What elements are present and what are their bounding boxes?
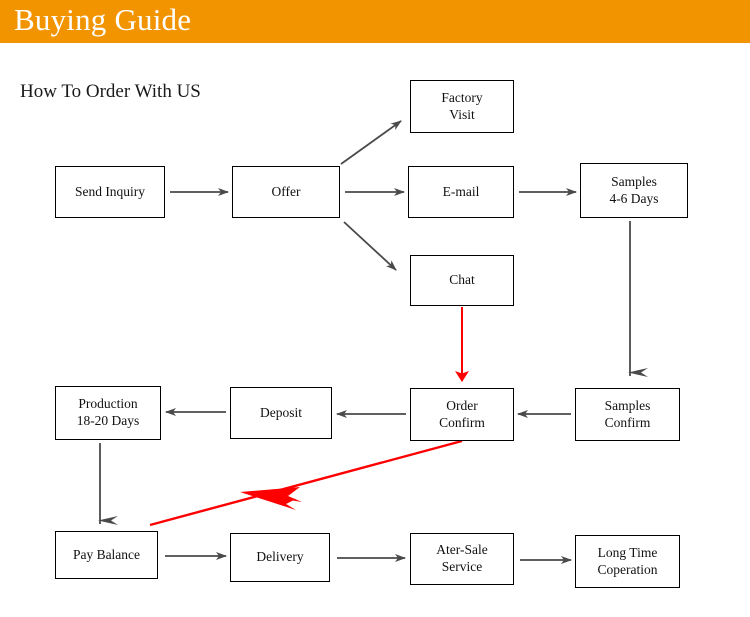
node-long-time-coperation[interactable]: Long Time Coperation: [575, 535, 680, 588]
node-label: Production: [78, 396, 138, 412]
arrow-offer-to-chat: [343, 221, 397, 271]
node-label: E-mail: [442, 183, 480, 199]
node-label: Factory: [441, 89, 483, 105]
arrow-order-confirm-to-pay-balance: [149, 439, 463, 527]
node-production[interactable]: Production 18-20 Days: [55, 386, 161, 440]
node-label: Ater-Sale: [436, 542, 488, 558]
node-label: Deposit: [260, 404, 302, 420]
node-label-second: 18-20 Days: [76, 413, 140, 428]
page-header-bar: [0, 0, 750, 43]
node-label-second: Confirm: [439, 414, 485, 430]
node-label-second: Coperation: [597, 561, 658, 577]
node-label-second: Confirm: [604, 414, 651, 430]
node-label: Samples: [604, 397, 651, 413]
node-after-sale-service[interactable]: Ater-Sale Service: [410, 533, 514, 585]
page-title: Buying Guide: [14, 2, 192, 37]
node-label: Chat: [449, 272, 475, 288]
node-samples-days[interactable]: Samples 4-6 Days: [580, 163, 688, 218]
node-label: Samples: [611, 173, 657, 189]
node-pay-balance[interactable]: Pay Balance: [55, 531, 158, 579]
node-label: Delivery: [256, 549, 304, 565]
node-samples-confirm[interactable]: Samples Confirm: [575, 388, 680, 441]
node-deposit[interactable]: Deposit: [230, 387, 332, 439]
node-label: Send Inquiry: [74, 183, 146, 199]
node-label: Order: [446, 397, 478, 413]
node-label: Pay Balance: [72, 546, 141, 562]
node-chat[interactable]: Chat: [410, 255, 514, 306]
section-heading: How To Order With US: [20, 81, 201, 102]
node-label-second: Visit: [449, 106, 475, 122]
node-factory-visit[interactable]: Factory Visit: [410, 80, 514, 133]
node-label: Offer: [271, 183, 301, 199]
node-label-second: Service: [441, 559, 483, 574]
node-label-second: 4-6 Days: [609, 190, 659, 206]
node-offer[interactable]: Offer: [232, 166, 340, 218]
node-delivery[interactable]: Delivery: [230, 533, 330, 582]
node-label: Long Time: [597, 544, 658, 560]
node-send-inquiry[interactable]: Send Inquiry: [55, 166, 165, 218]
node-order-confirm[interactable]: Order Confirm: [410, 388, 514, 441]
arrow-offer-to-factory-visit: [340, 120, 402, 165]
node-email[interactable]: E-mail: [408, 166, 514, 218]
